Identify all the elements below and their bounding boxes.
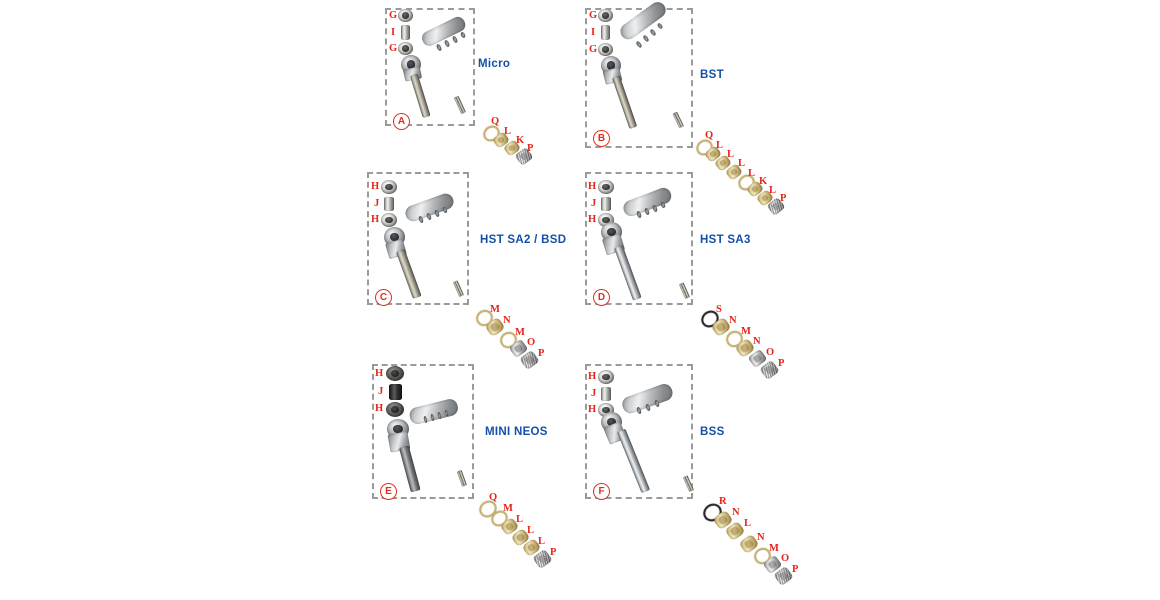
callout-m: M [503,503,513,514]
panel-dashed-border [385,8,475,126]
panel-dashed-border [585,8,693,148]
bushing-part-h-lower [386,402,404,417]
bearing-part-g-upper [398,9,413,22]
panel-title-micro: Micro [478,58,511,70]
callout-o: O [781,553,790,564]
callout-h: H [371,181,380,192]
callout-g: G [589,10,598,21]
bearing-part-h-upper [598,180,614,194]
panel-title-mini-neos: MINI NEOS [485,426,548,438]
spacer-sleeve-part-j [384,197,394,211]
callout-k: K [516,135,525,146]
bearing-part-h-upper [381,180,397,194]
callout-p: P [792,564,799,575]
panel-dashed-border [585,364,693,499]
bearing-part-g-upper [598,9,613,22]
callout-m: M [515,327,525,338]
bearing-part-h-lower [381,213,397,227]
callout-h: H [375,368,384,379]
panel-mini-neos: E [372,364,474,500]
callout-g: G [389,10,398,21]
panel-hst-sa3: D [585,172,693,306]
panel-micro: A [385,8,475,130]
callout-m: M [741,326,751,337]
panel-bss: F [585,364,693,500]
panel-ref-badge: A [393,113,410,130]
callout-l: L [769,185,777,196]
panel-title-bss: BSS [700,426,725,438]
spacer-sleeve-part-i [401,25,410,40]
panel-dashed-border [585,172,693,305]
callout-h: H [588,181,597,192]
panel-ref-badge: B [593,130,610,147]
callout-o: O [766,347,775,358]
callout-l: L [744,518,752,529]
callout-l: L [727,149,735,160]
callout-j: J [374,198,380,209]
callout-h: H [588,214,597,225]
callout-i: I [591,27,596,38]
panel-title-bst: BST [700,69,724,81]
spacer-sleeve-part-j [389,384,402,400]
panel-ref-badge: C [375,289,392,306]
callout-m: M [490,304,500,315]
callout-p: P [538,348,545,359]
callout-k: K [759,176,768,187]
callout-o: O [527,337,536,348]
callout-l: L [538,536,546,547]
panel-ref-badge: D [593,289,610,306]
callout-p: P [780,193,787,204]
panel-title-hst-sa2-bsd: HST SA2 / BSD [480,234,567,246]
spacer-sleeve-part-j [601,197,611,211]
callout-n: N [729,315,737,326]
callout-p: P [778,358,785,369]
callout-l: L [504,126,512,137]
callout-m: M [769,543,779,554]
callout-n: N [732,507,740,518]
callout-h: H [588,371,597,382]
callout-h: H [588,404,597,415]
callout-q: Q [491,116,500,127]
panel-title-hst-sa3: HST SA3 [700,234,751,246]
callout-l: L [738,158,746,169]
callout-h: H [371,214,380,225]
callout-g: G [589,44,598,55]
spacer-sleeve-part-i [601,25,610,40]
callout-h: H [375,403,384,414]
callout-q: Q [705,130,714,141]
callout-r: R [719,496,727,507]
panel-bst: B [585,8,693,148]
bearing-part-g-lower [398,42,413,55]
callout-q: Q [489,492,498,503]
callout-n: N [503,315,511,326]
spacer-sleeve-part-j [601,387,611,401]
callout-g: G [389,43,398,54]
callout-l: L [527,525,535,536]
callout-p: P [550,547,557,558]
panel-hst-sa2-bsd: C [367,172,469,306]
panel-dashed-border [367,172,469,305]
bearing-part-h-upper [598,370,614,384]
callout-i: I [391,27,396,38]
panel-dashed-border [372,364,474,499]
callout-j: J [591,198,597,209]
callout-s: S [716,304,722,315]
callout-l: L [748,168,756,179]
panel-ref-badge: F [593,483,610,500]
callout-p: P [527,143,534,154]
callout-l: L [516,514,524,525]
callout-j: J [591,388,597,399]
panel-ref-badge: E [380,483,397,500]
callout-n: N [757,532,765,543]
callout-l: L [716,140,724,151]
bushing-part-h-upper [386,366,404,381]
callout-j: J [378,386,384,397]
bearing-part-g-lower [598,43,613,56]
callout-n: N [753,336,761,347]
